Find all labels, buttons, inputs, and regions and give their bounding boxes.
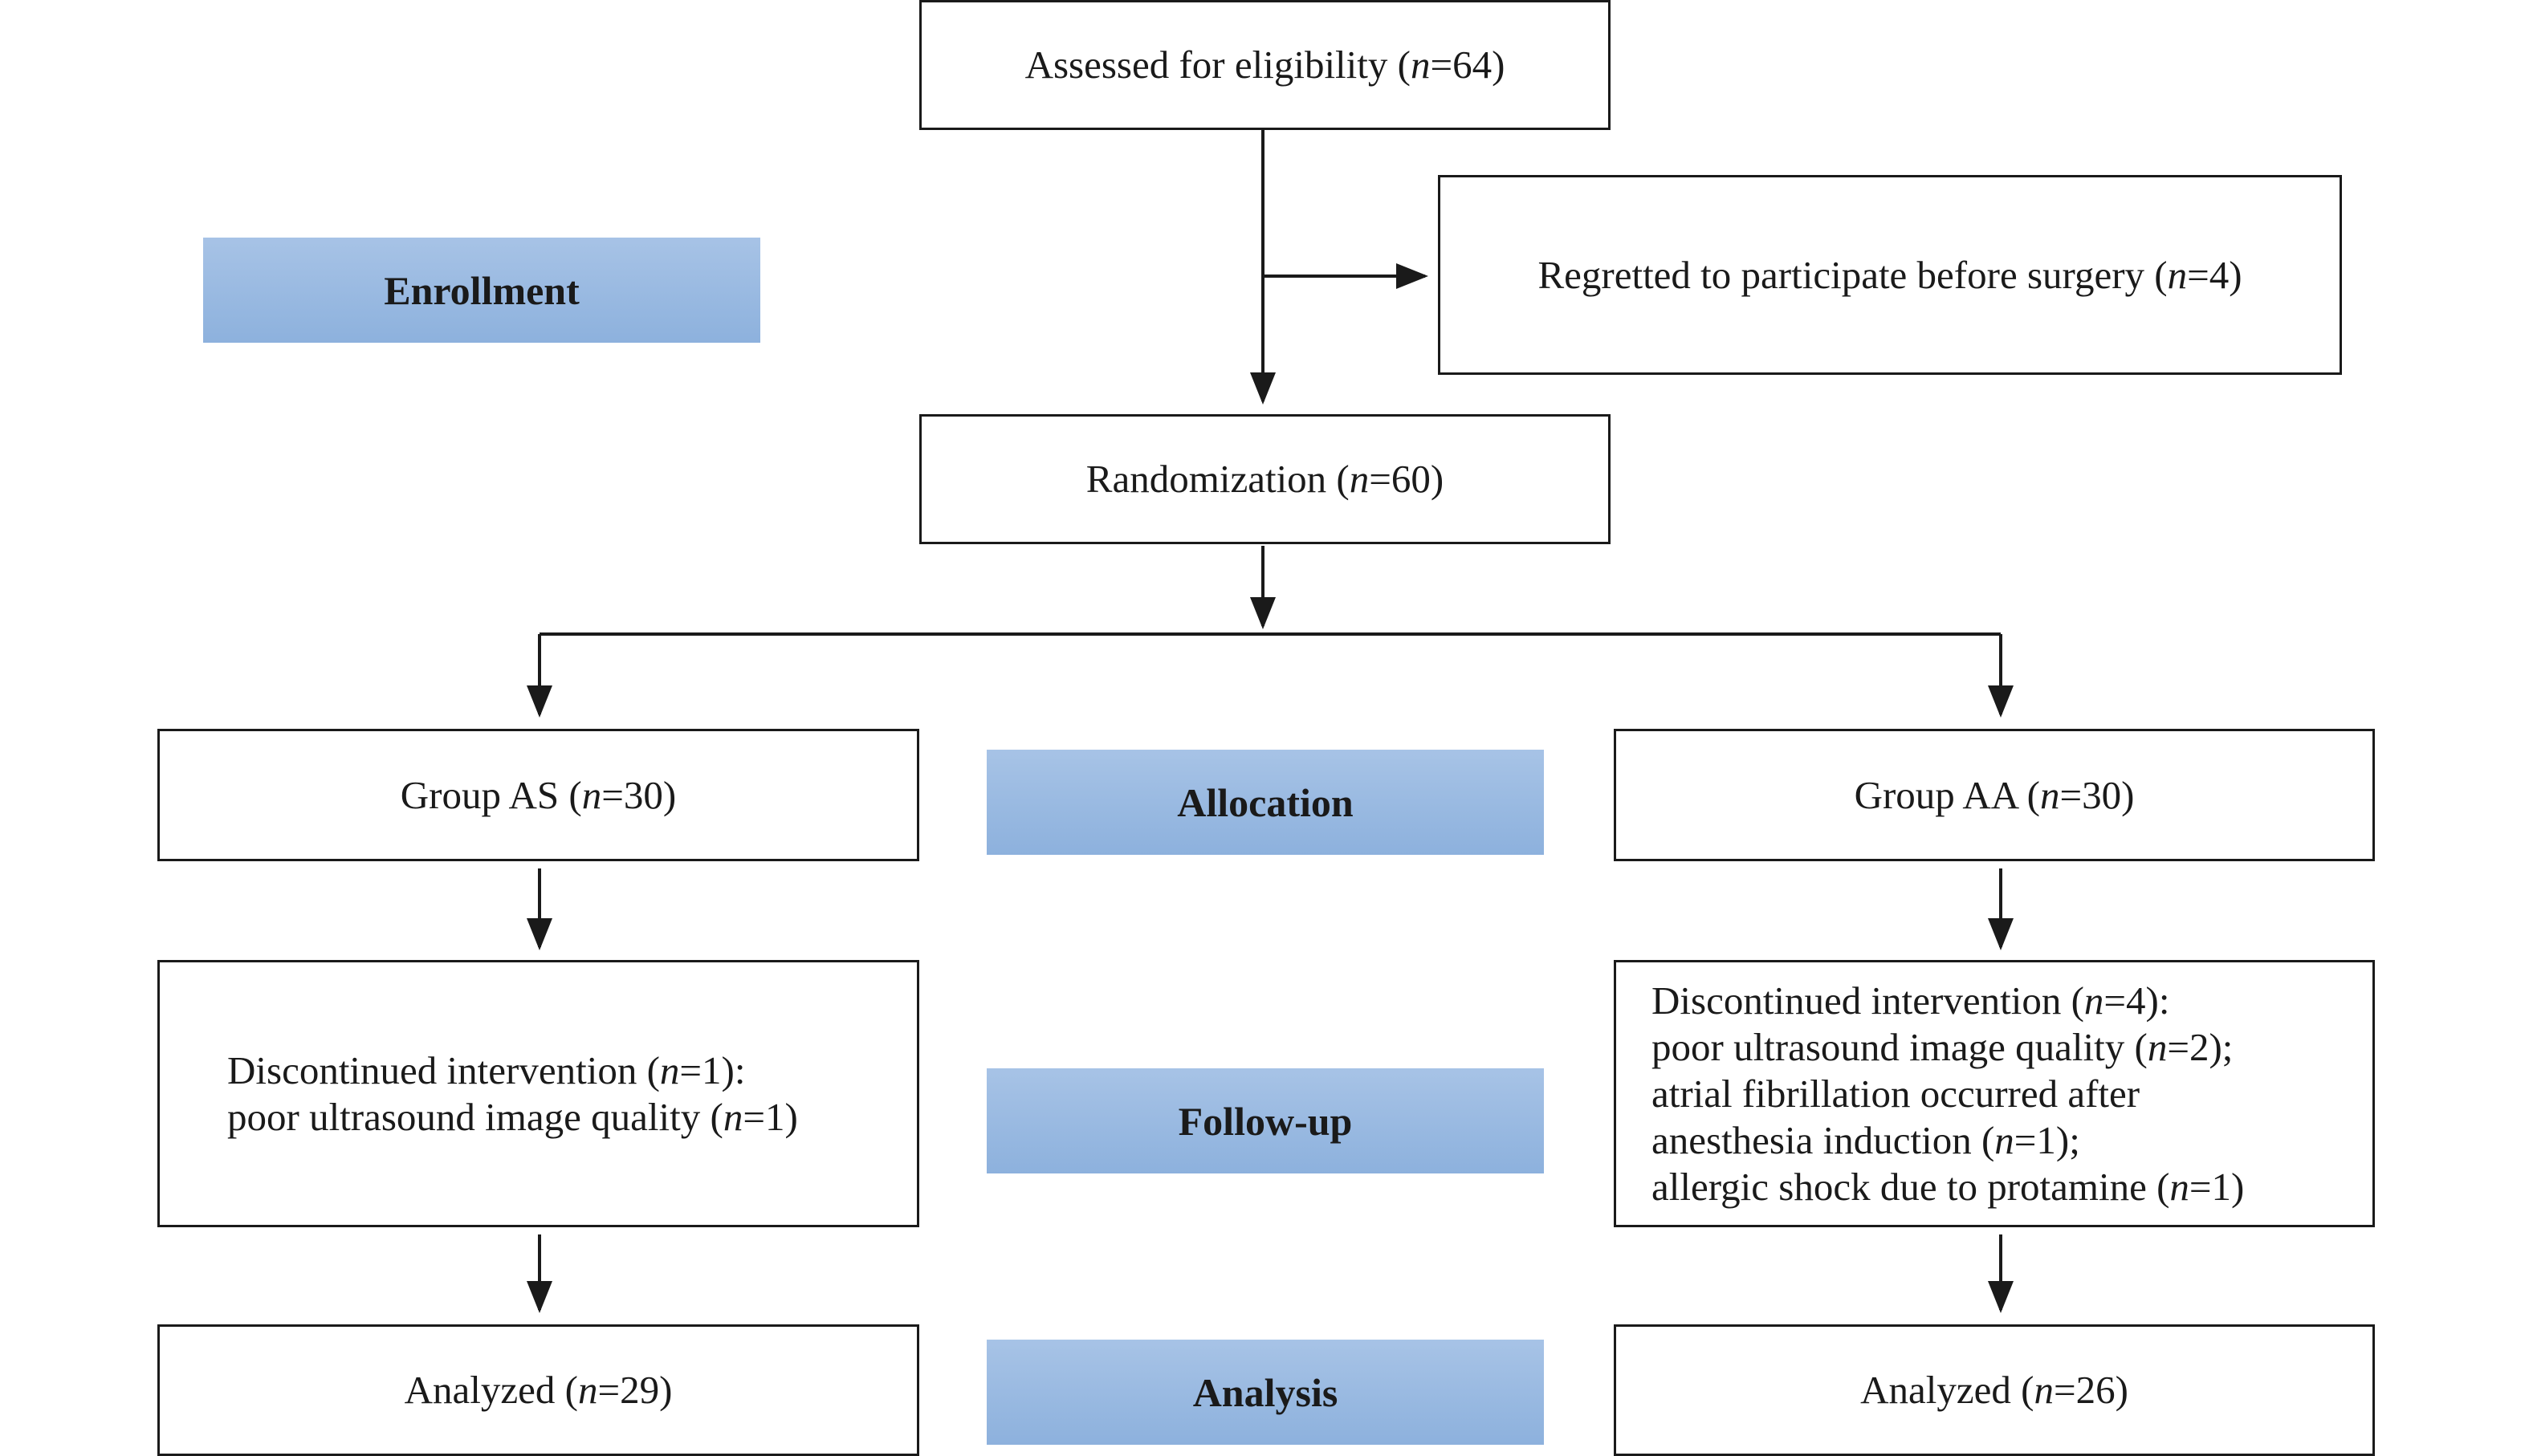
group-as-box: Group AS (n=30) — [157, 729, 919, 861]
assessed-box: Assessed for eligibility (n=64) — [919, 0, 1611, 130]
discontinued-aa-line: anesthesia induction (n=1); — [1651, 1117, 2080, 1162]
regretted-box: Regretted to participate before surgery … — [1438, 175, 2342, 375]
discontinued-aa-box: Discontinued intervention (n=4): poor ul… — [1614, 960, 2375, 1227]
group-aa-text: Group AA (n=30) — [1854, 772, 2135, 817]
stage-label-analysis-text: Analysis — [1192, 1369, 1338, 1415]
discontinued-aa-line: poor ultrasound image quality (n=2); — [1651, 1024, 2234, 1069]
assessed-text: Assessed for eligibility (n=64) — [1024, 43, 1505, 87]
regretted-text: Regretted to participate before surgery … — [1537, 252, 2242, 297]
stage-label-enrollment-text: Enrollment — [384, 267, 580, 313]
analyzed-aa-text: Analyzed (n=26) — [1860, 1368, 2128, 1412]
analyzed-aa-box: Analyzed (n=26) — [1614, 1324, 2375, 1456]
discontinued-as-line: Discontinued intervention (n=1): — [227, 1047, 746, 1092]
discontinued-aa-line: Discontinued intervention (n=4): — [1651, 978, 2170, 1023]
randomization-box: Randomization (n=60) — [919, 414, 1611, 544]
randomization-text: Randomization (n=60) — [1085, 457, 1444, 501]
group-as-text: Group AS (n=30) — [400, 772, 677, 817]
stage-label-follow-up: Follow-up — [987, 1068, 1544, 1173]
group-aa-box: Group AA (n=30) — [1614, 729, 2375, 861]
stage-label-follow-up-text: Follow-up — [1178, 1098, 1353, 1144]
stage-label-allocation: Allocation — [987, 750, 1544, 855]
discontinued-aa-line: atrial fibrillation occurred after — [1651, 1071, 2140, 1116]
discontinued-as-line: poor ultrasound image quality (n=1) — [227, 1094, 798, 1139]
discontinued-as-box: Discontinued intervention (n=1): poor ul… — [157, 960, 919, 1227]
analyzed-as-box: Analyzed (n=29) — [157, 1324, 919, 1456]
discontinued-aa-line: allergic shock due to protamine (n=1) — [1651, 1164, 2245, 1209]
stage-label-analysis: Analysis — [987, 1340, 1544, 1445]
stage-label-enrollment: Enrollment — [203, 238, 760, 343]
analyzed-as-text: Analyzed (n=29) — [404, 1368, 673, 1412]
stage-label-allocation-text: Allocation — [1177, 779, 1354, 825]
